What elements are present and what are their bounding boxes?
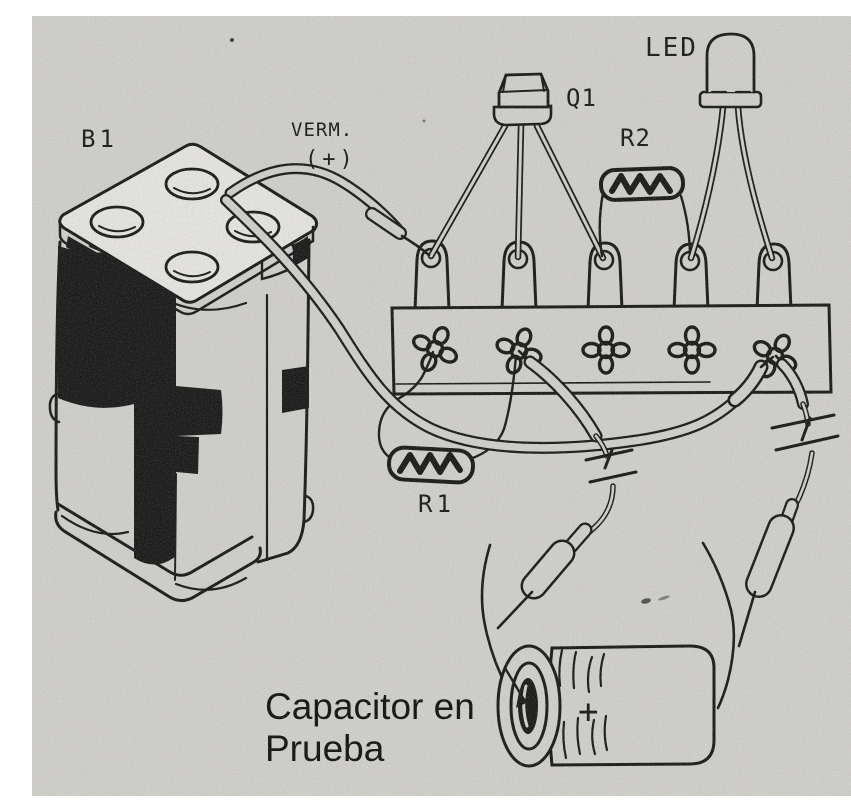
paper-grain xyxy=(32,16,851,796)
